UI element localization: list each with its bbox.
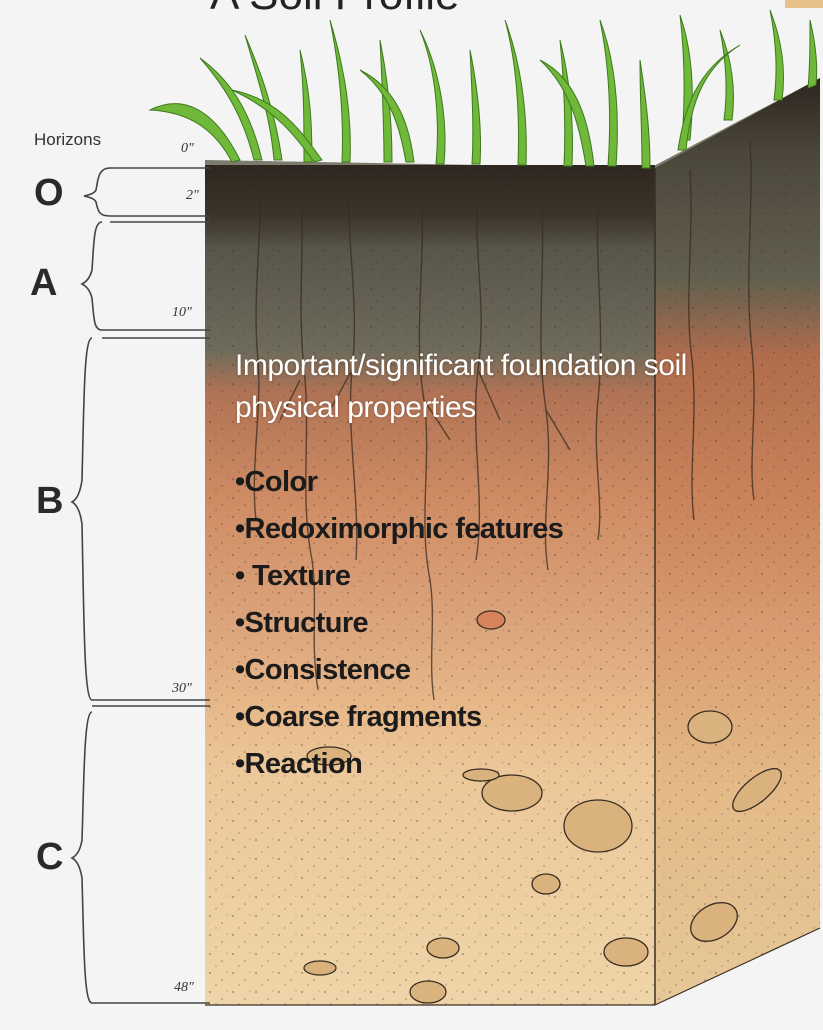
properties-overlay: Important/significant foundation soil ph…: [235, 345, 755, 788]
bracket-b: [72, 338, 92, 700]
properties-list: •Color •Redoximorphic features • Texture…: [235, 459, 755, 788]
bracket-a: [82, 222, 102, 330]
corner-badge: [785, 0, 823, 8]
horizon-b-label: B: [36, 480, 63, 523]
bracket-o: [84, 168, 110, 216]
horizon-brackets: [72, 168, 210, 1003]
horizon-o-label: O: [34, 172, 64, 215]
list-item: •Reaction: [235, 741, 755, 788]
diagram-title: A Soil Profile: [210, 0, 459, 20]
list-item: •Consistence: [235, 647, 755, 694]
list-item: •Coarse fragments: [235, 694, 755, 741]
list-item: •Structure: [235, 600, 755, 647]
list-item: •Color: [235, 459, 755, 506]
horizon-a-label: A: [30, 262, 57, 305]
overlay-heading-line1: Important/significant foundation soil: [235, 345, 755, 387]
horizons-label: Horizons: [34, 130, 101, 150]
depth-10: 10": [172, 305, 192, 321]
list-item: •Redoximorphic features: [235, 506, 755, 553]
overlay-heading-line2: physical properties: [235, 387, 755, 429]
bracket-c: [72, 712, 92, 1003]
depth-2: 2": [186, 188, 199, 204]
list-item: • Texture: [235, 553, 755, 600]
depth-0: 0": [181, 141, 194, 157]
depth-48: 48": [174, 980, 194, 996]
horizon-c-label: C: [36, 836, 63, 879]
depth-30: 30": [172, 681, 192, 697]
